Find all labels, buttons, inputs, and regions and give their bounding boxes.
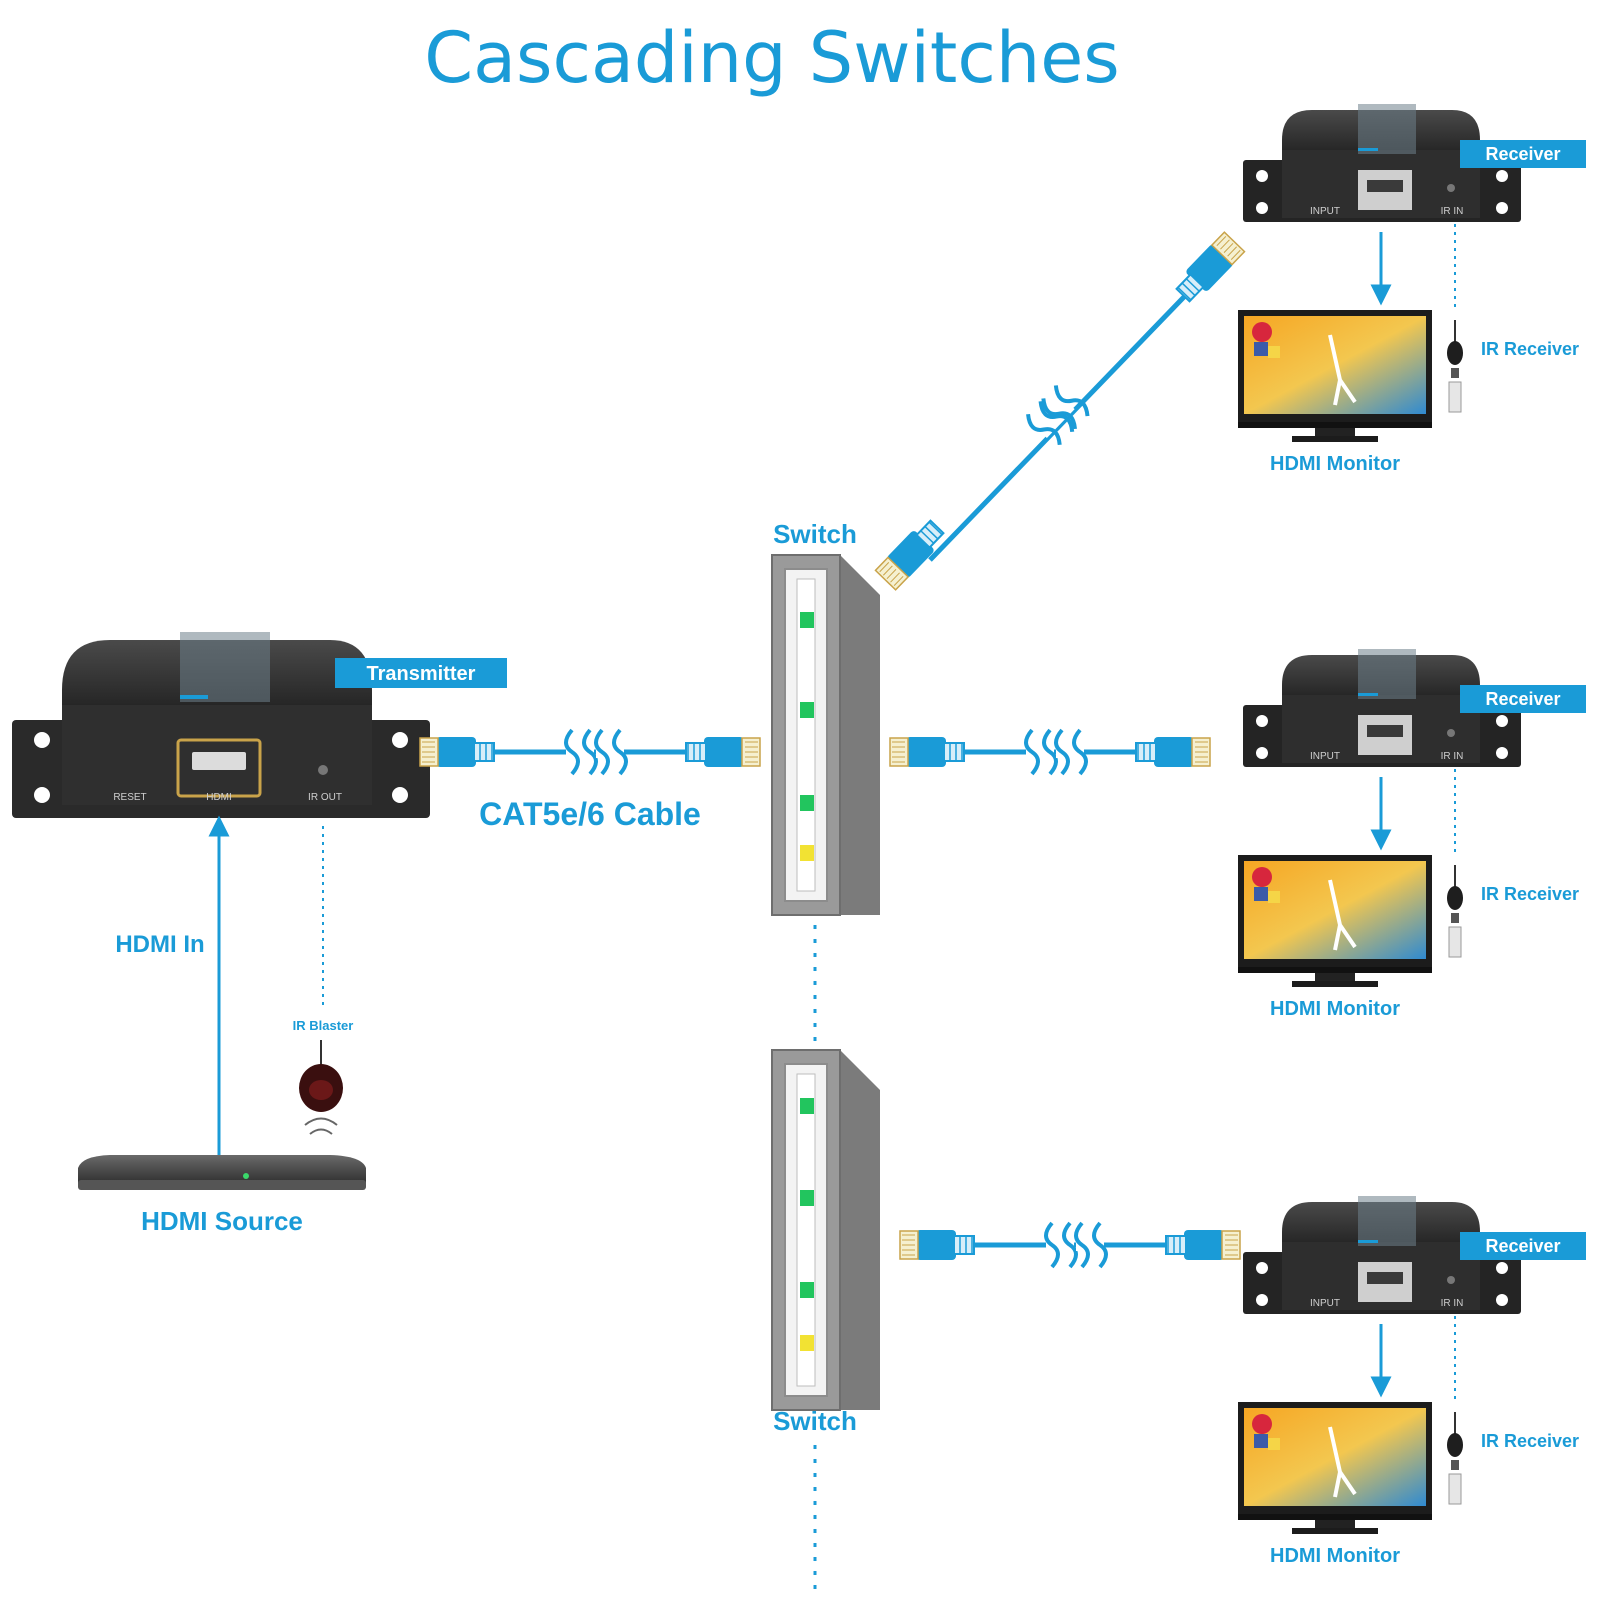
cat-cable	[419, 728, 761, 776]
receiver-tag: Receiver	[1460, 140, 1586, 168]
receiver-label: Receiver	[1485, 1236, 1560, 1256]
cable-label: CAT5e/6 Cable	[479, 796, 701, 832]
tv-monitor-icon	[1238, 1402, 1432, 1534]
hdmi-monitor-label: HDMI Monitor	[1270, 453, 1400, 475]
ir-sensor-icon	[1447, 1412, 1463, 1505]
cat-cable	[889, 728, 1211, 776]
rj45-connector-icon	[874, 519, 945, 591]
port-label-ir-in: IR IN	[1441, 751, 1464, 762]
receiver-label: Receiver	[1485, 689, 1560, 709]
receiver-label: Receiver	[1485, 144, 1560, 164]
hdmi-monitor-label: HDMI Monitor	[1270, 998, 1400, 1020]
hdmi-source-label: HDMI Source	[141, 1206, 303, 1236]
switch-label-bottom: Switch	[773, 1406, 857, 1436]
rj45-connector-icon	[685, 737, 761, 767]
port-label-ir-out: IR OUT	[308, 792, 342, 803]
port-label-hdmi: HDMI	[206, 792, 232, 803]
status-led	[800, 1335, 814, 1351]
ir-receiver-label: IR Receiver	[1481, 884, 1579, 904]
status-led	[800, 612, 814, 628]
switches-layer	[771, 554, 880, 1411]
hdmi-in-label: HDMI In	[115, 931, 204, 958]
cable-break-icon	[1074, 1221, 1108, 1269]
receiver-tag: Receiver	[1460, 1232, 1586, 1260]
status-led	[800, 845, 814, 861]
receiver-device: INPUT IR IN	[1243, 104, 1521, 222]
port-label-reset: RESET	[113, 792, 146, 803]
port-label-ir-in: IR IN	[1441, 1298, 1464, 1309]
cable-break-icon	[1044, 1221, 1078, 1269]
cable-break-icon	[1041, 385, 1090, 430]
transmitter-tag: Transmitter	[335, 658, 507, 688]
cable-break-icon	[564, 728, 598, 776]
receiver-device: INPUT IR IN	[1243, 1196, 1521, 1314]
status-led	[800, 795, 814, 811]
hdmi-port-icon	[176, 738, 262, 798]
tv-monitor-icon	[1238, 310, 1432, 442]
cat-cable-diagonal	[874, 231, 1246, 591]
cables-layer	[419, 231, 1246, 1269]
rj45-connector-icon	[419, 737, 495, 767]
ir-sensor-icon	[1447, 865, 1463, 958]
port-label-input: INPUT	[1310, 1298, 1340, 1309]
cable-break-icon	[594, 728, 628, 776]
receiver-device: INPUT IR IN	[1243, 649, 1521, 767]
ir-sensor-icon	[1447, 320, 1463, 413]
transmitter-label: Transmitter	[367, 663, 476, 685]
ir-receiver-label: IR Receiver	[1481, 339, 1579, 359]
port-label-input: INPUT	[1310, 206, 1340, 217]
tv-monitor-icon	[1238, 855, 1432, 987]
switch-label-top: Switch	[773, 519, 857, 549]
network-switch	[771, 1049, 880, 1411]
rj45-connector-icon	[899, 1230, 975, 1260]
status-led	[800, 1098, 814, 1114]
network-switch	[771, 554, 880, 916]
receiver-tag: Receiver	[1460, 685, 1586, 713]
status-led	[800, 1282, 814, 1298]
rj45-connector-icon	[1135, 737, 1211, 767]
ir-sensor-icon	[299, 1040, 343, 1135]
status-led	[800, 1190, 814, 1206]
media-player-icon	[78, 1155, 366, 1190]
ir-blaster-label: IR Blaster	[293, 1018, 354, 1033]
cable-break-icon	[1024, 728, 1058, 776]
rj45-connector-icon	[889, 737, 965, 767]
transmitter-device: RESET HDMI IR OUT	[12, 632, 430, 818]
cat-cable	[899, 1221, 1241, 1269]
port-label-input: INPUT	[1310, 751, 1340, 762]
hdmi-monitor-label: HDMI Monitor	[1270, 1545, 1400, 1567]
status-led	[800, 702, 814, 718]
page-title: Cascading Switches	[424, 17, 1120, 99]
port-label-ir-in: IR IN	[1441, 206, 1464, 217]
rj45-connector-icon	[1165, 1230, 1241, 1260]
cable-break-icon	[1026, 401, 1075, 446]
cable-break-icon	[1054, 728, 1088, 776]
rj45-connector-icon	[1175, 231, 1246, 303]
ir-receiver-label: IR Receiver	[1481, 1431, 1579, 1451]
